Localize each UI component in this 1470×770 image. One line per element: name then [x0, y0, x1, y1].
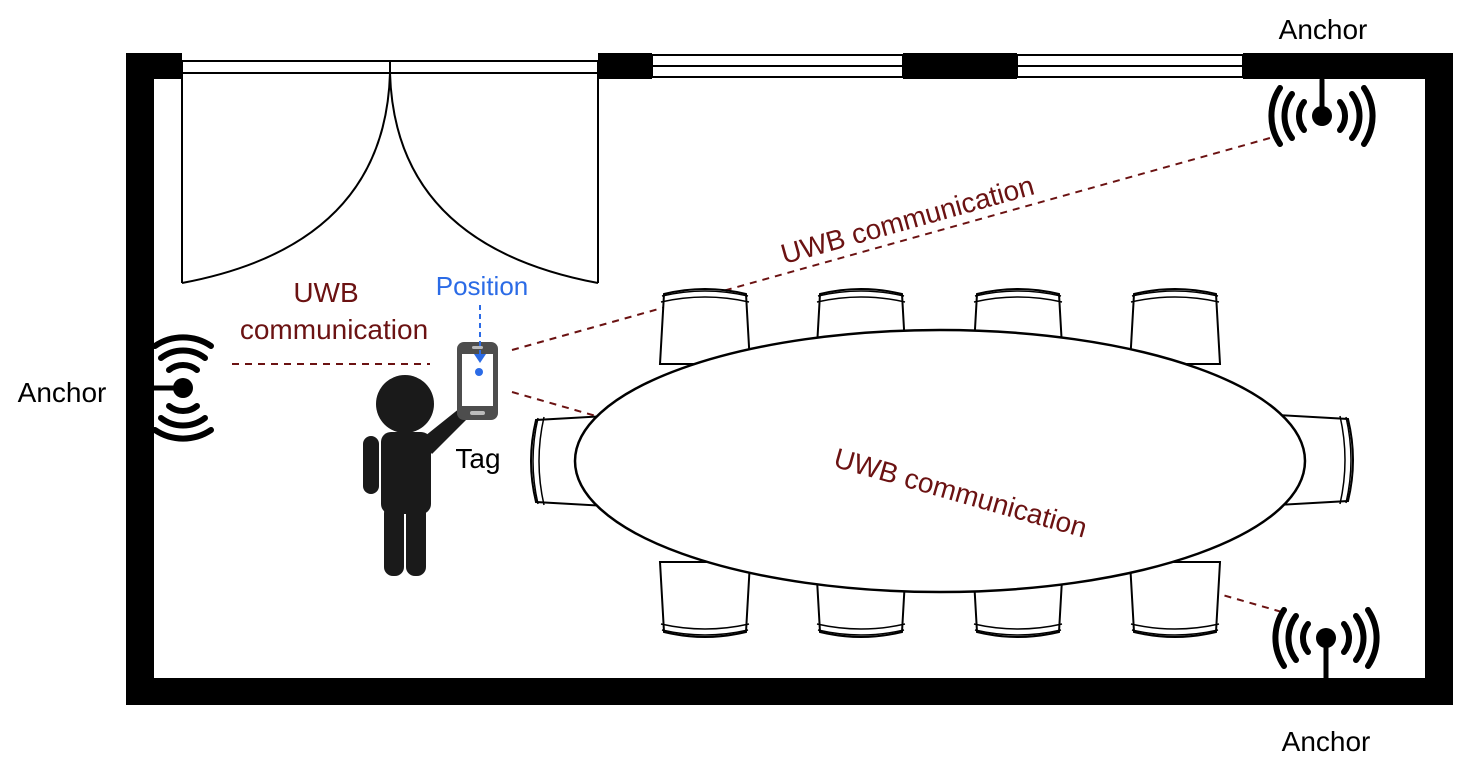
- wireless-signal-icon: [151, 334, 214, 442]
- position-label: Position: [436, 271, 529, 301]
- double-door: [181, 60, 599, 284]
- uwb-label-upper: UWB communication: [777, 170, 1037, 270]
- uwb-label-left-line1: UWB: [293, 277, 358, 308]
- position-marker: [474, 305, 486, 376]
- window-right: [1016, 54, 1244, 78]
- uwb-label-left-line2: communication: [240, 314, 428, 345]
- smartphone-icon: [457, 342, 498, 420]
- window-left: [651, 54, 904, 78]
- anchor-label-bottom-right: Anchor: [1282, 726, 1371, 757]
- anchor-label-top-right: Anchor: [1279, 14, 1368, 45]
- uwb-link-upper: [511, 137, 1271, 351]
- tag-label: Tag: [455, 443, 500, 474]
- anchor-label-left: Anchor: [18, 377, 107, 408]
- wireless-signal-icon: [1272, 607, 1380, 681]
- room-walls: [126, 53, 1453, 705]
- conference-table: [573, 328, 1307, 594]
- wireless-signal-icon: [1268, 77, 1376, 147]
- person-icon: [363, 375, 468, 576]
